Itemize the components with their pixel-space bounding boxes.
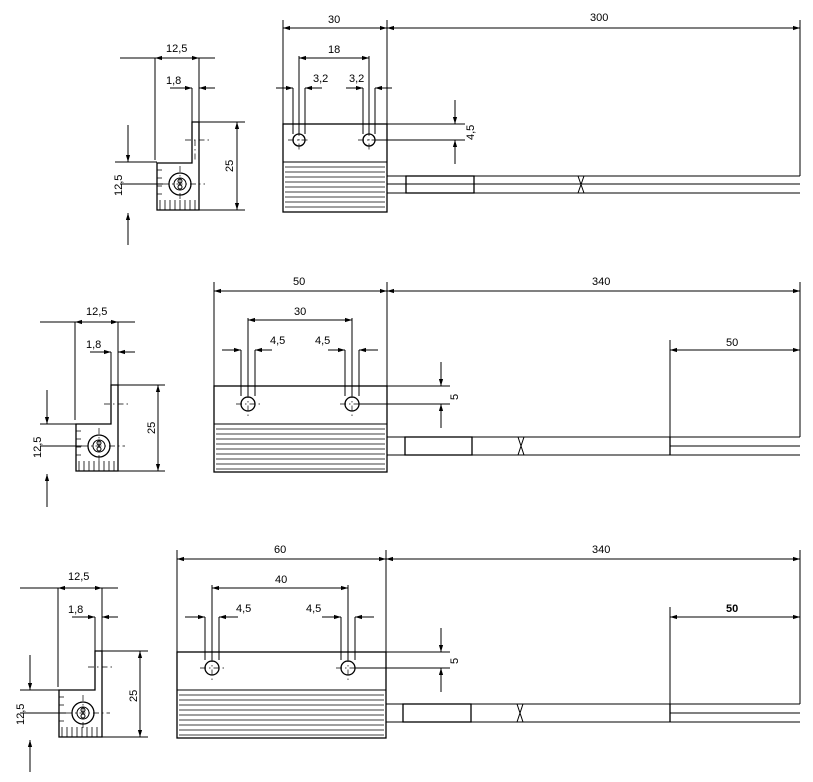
front-view-2: 50 340 30 4,5 4,5 50 5 xyxy=(213,276,801,473)
front-length-label-3: 60 xyxy=(274,544,286,556)
hole-spacing-label-3: 40 xyxy=(275,574,287,586)
side-height-label-3: 25 xyxy=(128,690,140,702)
side-tab-label-2: 1,8 xyxy=(86,339,101,351)
hole-spacing-label-1: 18 xyxy=(328,44,340,56)
side-center-label-1: 12,5 xyxy=(113,175,125,196)
side-height-label-2: 25 xyxy=(146,422,158,434)
hole-right-label-2: 4,5 xyxy=(315,335,330,347)
side-width-label-3: 12,5 xyxy=(68,571,89,583)
hole-right-label-3: 4,5 xyxy=(306,603,321,615)
hole-right-label-1: 3,2 xyxy=(349,73,364,85)
front-length-label-1: 30 xyxy=(328,14,340,26)
variant-1: 12,5 1,8 25 12,5 xyxy=(113,12,801,245)
side-width-label-1: 12,5 xyxy=(166,43,187,55)
hole-left-label-1: 3,2 xyxy=(313,73,328,85)
side-view-2: 12,5 1,8 25 12,5 xyxy=(32,306,165,507)
hole-offset-label-2: 5 xyxy=(449,394,461,400)
hole-spacing-label-2: 30 xyxy=(294,306,306,318)
side-height-label-1: 25 xyxy=(224,160,236,172)
front-view-3: 60 340 40 4,5 4,5 50 5 xyxy=(176,544,801,739)
front-view-1: 30 300 18 3,2 3,2 4,5 xyxy=(276,12,801,213)
side-center-label-2: 12,5 xyxy=(32,437,44,458)
cable-length-label-3: 340 xyxy=(592,544,610,556)
hole-left-label-3: 4,5 xyxy=(236,603,251,615)
stripped-length-label-2: 50 xyxy=(726,337,738,349)
cable-length-label-1: 300 xyxy=(590,12,608,24)
side-width-label-2: 12,5 xyxy=(86,306,107,318)
variant-3: 12,5 1,8 25 12,5 xyxy=(15,544,801,772)
stripped-length-label-3: 50 xyxy=(726,603,738,615)
front-length-label-2: 50 xyxy=(293,276,305,288)
variant-2: 12,5 1,8 25 12,5 xyxy=(32,276,801,507)
cable-length-label-2: 340 xyxy=(592,276,610,288)
hole-left-label-2: 4,5 xyxy=(270,335,285,347)
side-tab-label-3: 1,8 xyxy=(68,604,83,616)
side-view-3: 12,5 1,8 25 12,5 xyxy=(15,571,148,772)
side-view-1: 12,5 1,8 25 12,5 xyxy=(113,43,245,245)
side-tab-label-1: 1,8 xyxy=(166,75,181,87)
hole-offset-label-3: 5 xyxy=(449,658,461,664)
side-center-label-3: 12,5 xyxy=(15,704,27,725)
hole-offset-label-1: 4,5 xyxy=(465,125,477,140)
